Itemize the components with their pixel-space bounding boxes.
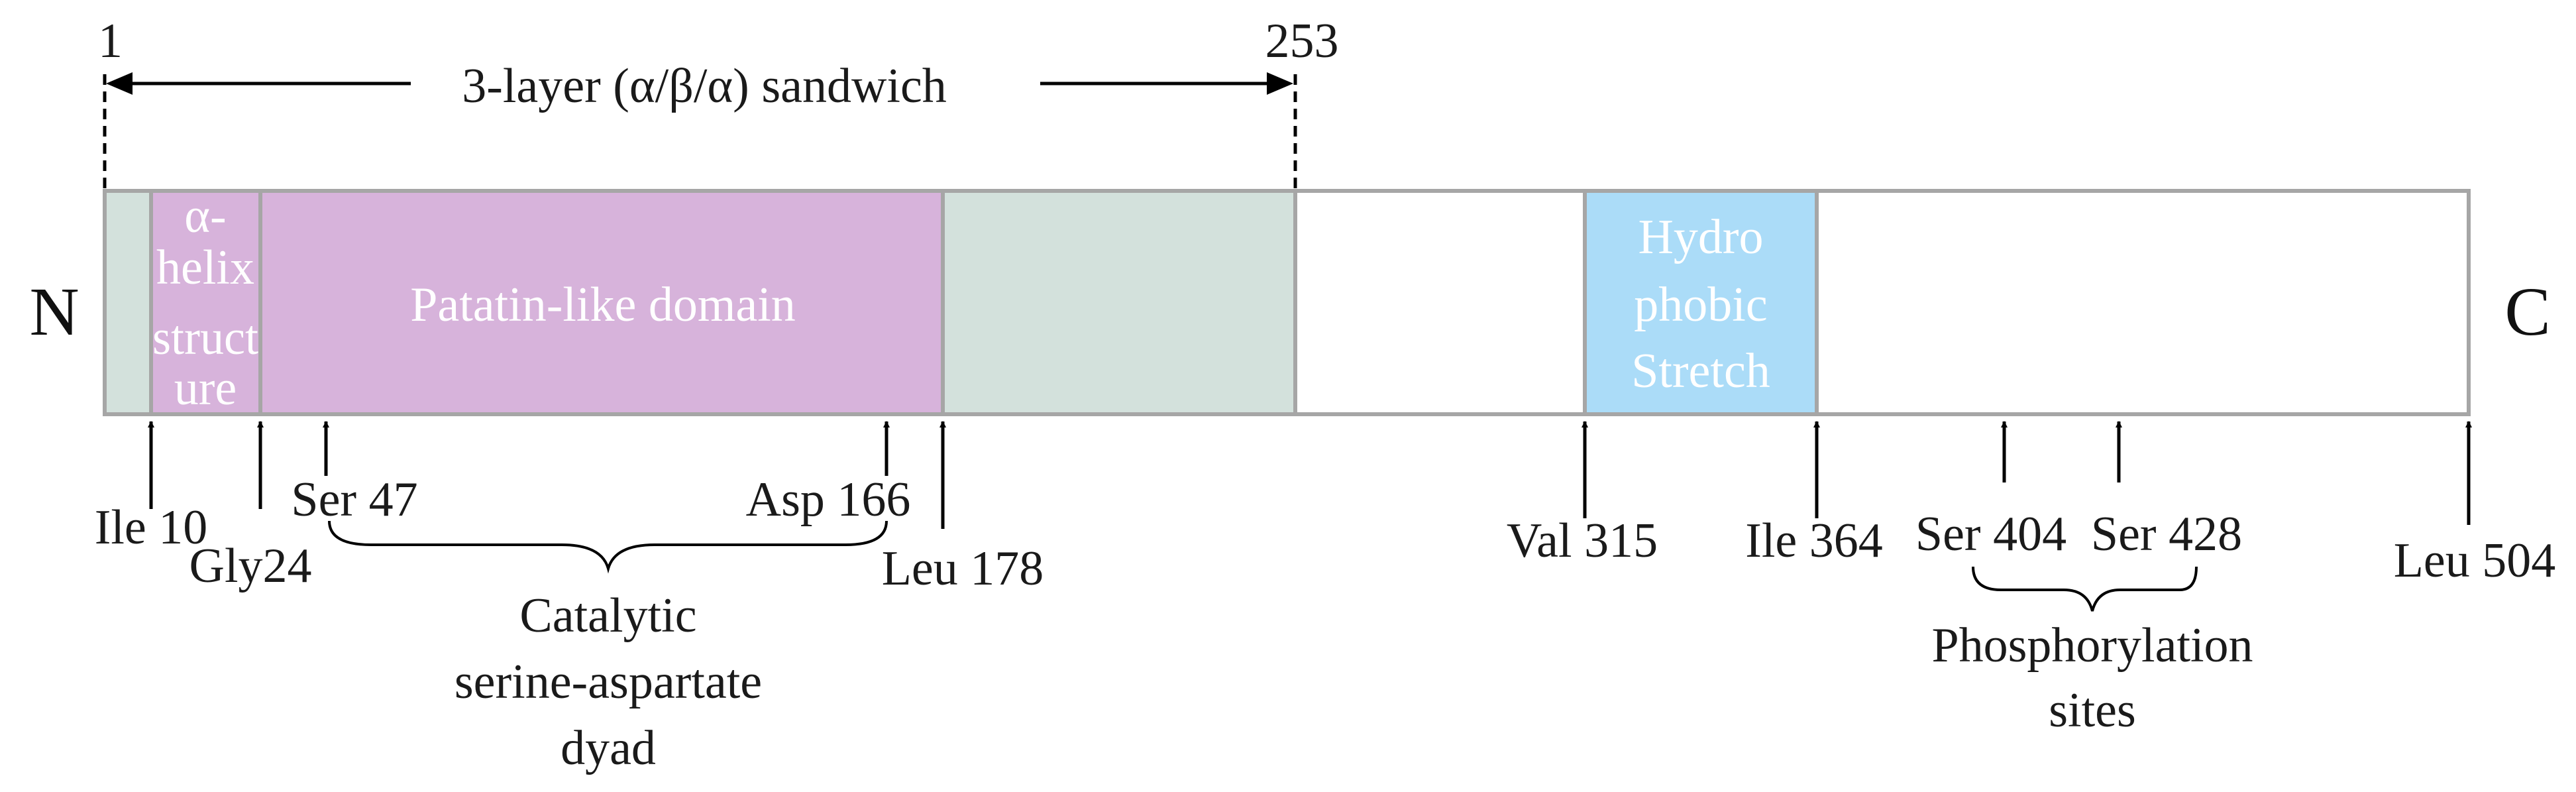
span-label: 3-layer (α/β/α) sandwich [462,59,947,113]
catalytic-dyad-brace [328,520,888,574]
phosphorylation-brace [1972,566,2198,612]
residue-ile364: Ile 364 [1745,514,1883,568]
phospho-label-2: sites [2049,683,2136,738]
helix-label-4: ure [174,361,237,416]
residue-ile10: Ile 10 [95,500,208,555]
residue-ser404: Ser 404 [1915,507,2066,561]
patatin-like-domain [258,189,945,416]
span-right-arrow [1040,72,1293,95]
hydro-label-1: Hydro [1638,210,1763,264]
protein-bar: α- helix struct ure Patatin-like domain … [103,189,2471,416]
span-left-arrow [106,72,411,95]
catalytic-label-1: Catalytic [519,589,696,643]
n-terminus-label: N [29,274,79,350]
residue-leu504: Leu 504 [2394,534,2556,588]
patatin-label: Patatin-like domain [410,278,796,332]
residue-val315: Val 315 [1507,514,1658,568]
residue-arrows [148,421,2472,529]
span-end-label: 253 [1265,14,1339,68]
phospho-label-1: Phosphorylation [1931,618,2253,673]
helix-label-3: struct [152,311,258,365]
alpha-helix-domain [149,189,262,416]
helix-label-2: helix [156,241,254,295]
catalytic-label-3: dyad [561,721,656,775]
sandwich-span: 1 253 3-layer (α/β/α) sandwich [98,14,1339,191]
residue-gly24: Gly24 [189,539,312,593]
hydro-label-2: phobic [1634,278,1767,332]
residue-asp166: Asp 166 [746,473,911,527]
c-terminus-label: C [2504,274,2550,350]
residue-labels: Ile 10 Gly24 Ser 47 Asp 166 Leu 178 Val … [95,473,2556,596]
hydro-label-3: Stretch [1631,344,1770,398]
hydrophobic-stretch-domain [1583,189,1819,416]
span-start-label: 1 [98,14,123,68]
catalytic-label-2: serine-aspartate [455,655,762,709]
residue-leu178: Leu 178 [882,541,1044,596]
helix-label-1: α- [184,189,226,243]
residue-ser47: Ser 47 [291,473,417,527]
residue-ser428: Ser 428 [2091,507,2242,561]
